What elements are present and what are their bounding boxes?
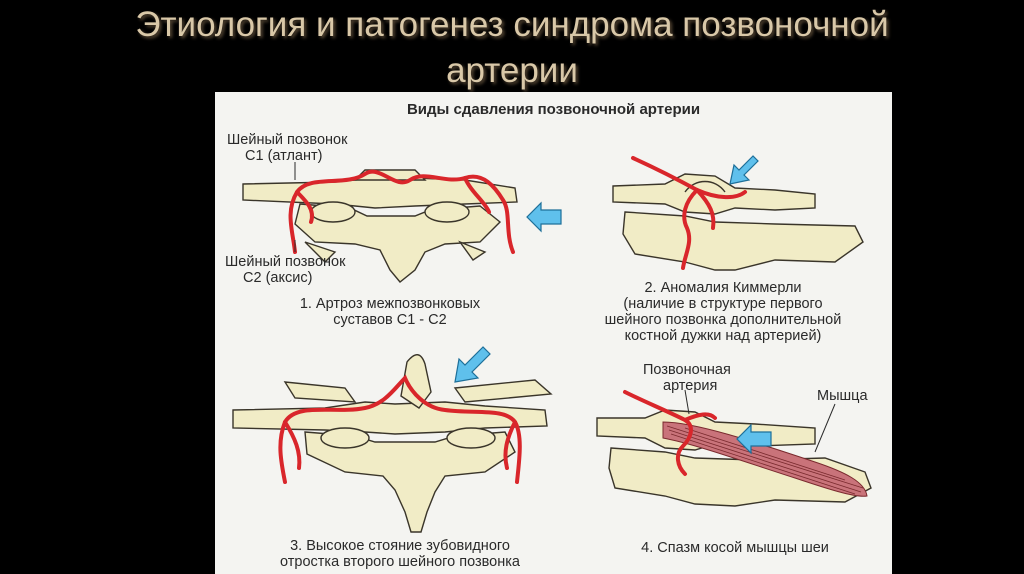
- panel2-drawing: [613, 174, 863, 270]
- label-artery-line1: Позвоночная: [643, 362, 731, 378]
- panel4-caption: 4. Спазм косой мышцы шеи: [585, 540, 885, 556]
- panel3-caption-line1: 3. Высокое стояние зубовидного: [235, 538, 565, 554]
- panel2-caption-line2: (наличие в структуре первого: [563, 296, 883, 312]
- panel2-caption-line1: 2. Аномалия Киммерли: [563, 280, 883, 296]
- panel3-caption-line2: отростка второго шейного позвонка: [235, 554, 565, 570]
- c1-atlas-bone-3: [233, 402, 547, 434]
- c2-side-bone: [623, 212, 863, 270]
- label-muscle: Мышца: [817, 388, 868, 404]
- label-c1-line1: Шейный позвонок: [227, 132, 347, 148]
- slide-title-line1: Этиология и патогенез синдрома позвоночн…: [0, 2, 1024, 48]
- label-c1-line2: С1 (атлант): [245, 148, 322, 164]
- panel3-compression-arrow: [455, 347, 490, 382]
- label-c2-line1: Шейный позвонок: [225, 254, 345, 270]
- label-c2-line2: С2 (аксис): [243, 270, 312, 286]
- panel1-caption-line1: 1. Артроз межпозвонковых: [255, 296, 525, 312]
- figure-title: Виды сдавления позвоночной артерии: [215, 101, 892, 118]
- panel2-caption-line3: шейного позвонка дополнительной: [563, 312, 883, 328]
- slide-title-line2: артерии: [0, 48, 1024, 94]
- illustration-panel: Виды сдавления позвоночной артерии Шейны…: [215, 92, 892, 574]
- panel2-compression-arrow: [730, 156, 758, 184]
- panel1-compression-arrow: [527, 203, 561, 231]
- slide-title: Этиология и патогенез синдрома позвоночн…: [0, 2, 1024, 94]
- panel1-caption-line2: суставов С1 - С2: [255, 312, 525, 328]
- label-artery-line2: артерия: [663, 378, 717, 394]
- panel2-caption-line4: костной дужки над артерией): [563, 328, 883, 344]
